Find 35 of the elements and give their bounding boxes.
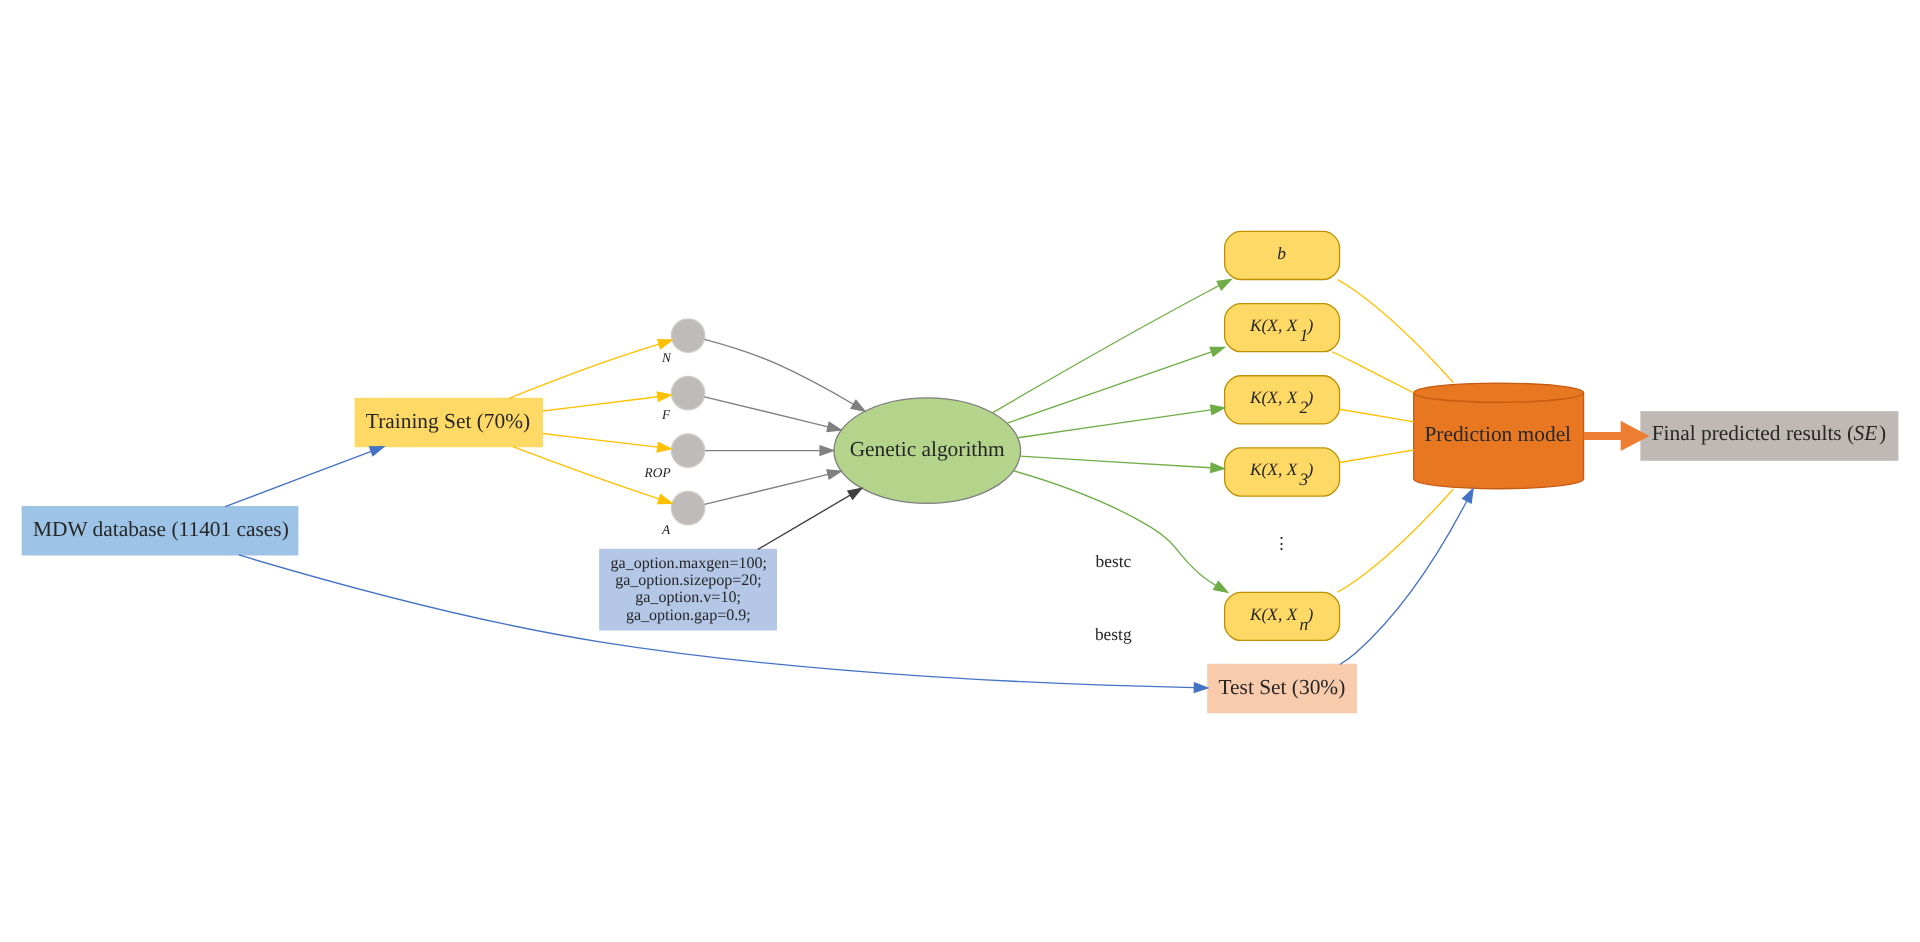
node-box: MDW database (11401 cases) [21,505,299,555]
label: bestg [1094,622,1132,643]
arrow [992,277,1233,413]
node-circle [670,374,706,410]
arrow [508,337,674,399]
arrow [1017,403,1227,438]
node-box: Test Set (30%) [1207,662,1357,713]
arrow [1013,469,1230,593]
arrow [224,444,386,507]
arrow [757,486,864,550]
label: bestc [1095,550,1132,571]
connector [1336,277,1455,383]
node-box: b [1223,229,1341,280]
arrow [1583,419,1650,450]
arrow [703,468,844,505]
node-box: Final predicted results (SE) [1640,410,1899,460]
arrow [512,444,674,504]
arrow [1006,345,1227,423]
arrow [238,553,1210,693]
arrow [1339,486,1474,665]
node-circle [670,432,706,467]
connector [1338,448,1415,463]
arrow [541,431,674,452]
node-box: Training Set (70%) [354,396,543,447]
connector [1336,487,1455,592]
node-circle [670,317,706,352]
arrow [703,395,844,432]
arrow [541,390,674,411]
arrow [704,444,836,456]
node-circle [670,489,706,525]
arrow [1019,454,1227,473]
arrow [703,337,867,412]
connector [1331,350,1415,393]
connector [1338,407,1415,422]
label: ⋮ [1273,531,1292,552]
